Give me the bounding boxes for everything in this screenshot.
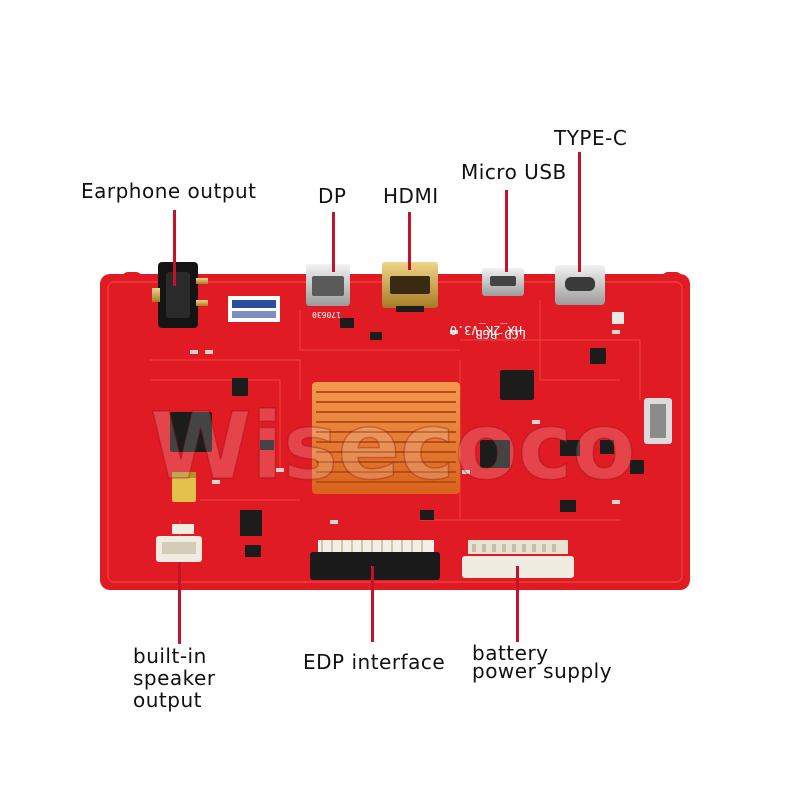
label-sticker [228, 296, 280, 322]
tantalum-capacitor [172, 472, 196, 502]
dp-pointer [332, 212, 335, 272]
ffc-connector-small [644, 398, 672, 444]
earphone-jack [152, 262, 208, 328]
speaker-label-line3: output [133, 688, 202, 712]
svg-text:170630: 170630 [312, 310, 341, 319]
dp-port: 170630 [306, 264, 350, 319]
battery-label-line1: battery [472, 641, 549, 665]
type-c-pointer [578, 152, 581, 272]
speaker-pointer [178, 562, 181, 644]
speaker-connector [156, 524, 202, 562]
battery-label-line2: power supply [472, 659, 613, 683]
micro-usb-port [482, 268, 524, 296]
pcb-model-text: LCD-RGB [475, 327, 526, 341]
earphone-pointer [173, 210, 176, 286]
type-c-label: TYPE-C [554, 126, 628, 150]
earphone-output-label: Earphone output [81, 179, 257, 203]
micro-usb-pointer [505, 190, 508, 272]
edp-interface-label: EDP interface [303, 650, 446, 674]
pcb-version-text: HX_2K_V3.0 [450, 323, 522, 337]
type-c-port [555, 265, 624, 324]
speaker-output-label: built-in speaker output [133, 645, 216, 711]
edp-pointer [371, 566, 374, 642]
heat-sink [312, 382, 460, 494]
hdmi-pointer [408, 212, 411, 270]
hdmi-port [382, 262, 438, 312]
speaker-label-line1: built-in [133, 644, 207, 668]
watermark-text: Wisecoco [150, 393, 636, 500]
dp-label: DP [318, 184, 347, 208]
battery-pointer [516, 566, 519, 642]
smd-components [170, 318, 644, 557]
micro-usb-label: Micro USB [461, 160, 567, 184]
battery-power-label: battery power supply [472, 641, 613, 683]
speaker-label-line2: speaker [133, 666, 216, 690]
hdmi-label: HDMI [383, 184, 439, 208]
edp-connector [310, 540, 440, 580]
